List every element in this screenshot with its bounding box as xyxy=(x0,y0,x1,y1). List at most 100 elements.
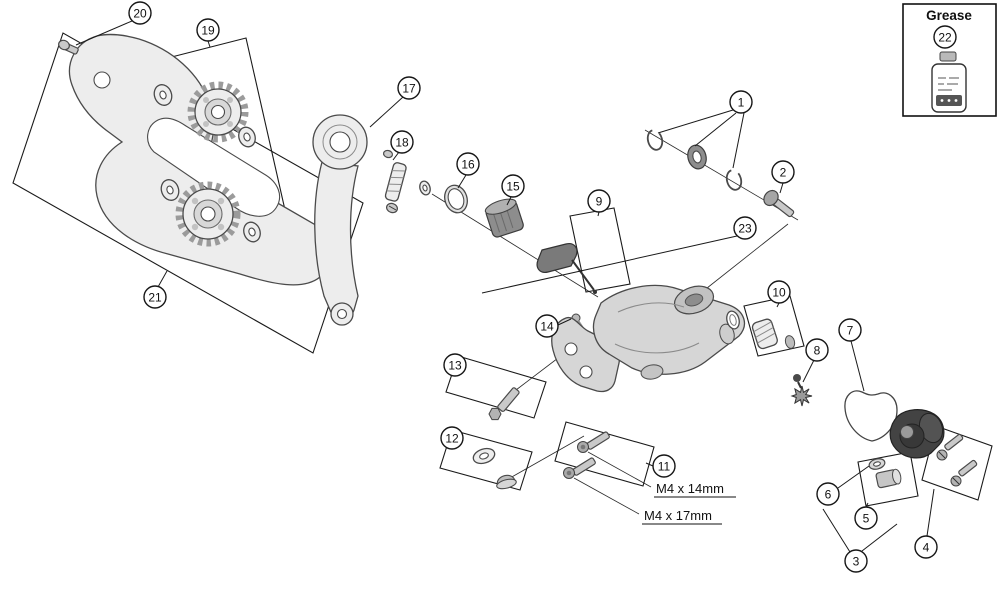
grease-title: Grease xyxy=(926,8,972,23)
clutch-cover xyxy=(844,390,898,442)
bearing-set xyxy=(646,129,743,191)
callout-7-circle xyxy=(838,318,862,342)
callout-7: 7 xyxy=(838,318,862,342)
callout-7-label: 7 xyxy=(847,323,854,337)
clutch-spring-set xyxy=(726,310,796,350)
callout-9: 9 xyxy=(587,189,611,213)
callout-10-label: 10 xyxy=(772,285,786,299)
callout-6: 6 xyxy=(816,482,840,506)
callout-2-label: 2 xyxy=(780,165,787,179)
callout-6-circle xyxy=(816,482,840,506)
derailleur-body xyxy=(551,284,746,393)
callout-23: 23 xyxy=(733,216,757,240)
callout-19-circle xyxy=(196,18,220,42)
pulley-lower xyxy=(175,181,241,247)
washer-cap-12 xyxy=(472,447,517,490)
callout-14-circle xyxy=(535,314,559,338)
clutch-unit xyxy=(889,409,945,459)
leader-lines xyxy=(75,20,948,553)
callout-22: 22 xyxy=(933,25,957,49)
callout-14: 14 xyxy=(535,314,559,338)
callout-19: 19 xyxy=(196,18,220,42)
callout-16-circle xyxy=(456,152,480,176)
bolts-11 xyxy=(563,431,610,479)
callout-20-circle xyxy=(128,1,152,25)
callout-11-label: 11 xyxy=(658,459,671,473)
grease-bottle-icon xyxy=(931,51,967,113)
callout-4: 4 xyxy=(914,535,938,559)
callout-8: 8 xyxy=(805,338,829,362)
fixing-screws xyxy=(936,433,978,487)
washer-6 xyxy=(868,458,886,470)
callout-13-circle xyxy=(443,353,467,377)
callout-16-label: 16 xyxy=(461,157,475,171)
callout-12: 12 xyxy=(440,426,464,450)
callout-5: 5 xyxy=(854,506,878,530)
callout-14-label: 14 xyxy=(540,319,554,333)
roller-5 xyxy=(875,468,902,489)
callout-21-label: 21 xyxy=(148,290,162,304)
callout-21-circle xyxy=(143,285,167,309)
callout-4-label: 4 xyxy=(923,540,930,554)
plate-outer xyxy=(68,33,331,286)
callout-16: 16 xyxy=(456,152,480,176)
callout-4-circle xyxy=(914,535,938,559)
cage-spring xyxy=(382,149,407,214)
star-washer xyxy=(790,374,813,407)
callout-11-circle xyxy=(652,454,676,478)
callout-20-label: 20 xyxy=(133,6,147,20)
callout-1: 1 xyxy=(729,90,753,114)
callout-13-label: 13 xyxy=(448,358,462,372)
callout-9-label: 9 xyxy=(596,194,603,208)
end-cap xyxy=(484,198,524,238)
callout-17: 17 xyxy=(397,76,421,100)
callout-17-label: 17 xyxy=(402,81,416,95)
callout-2: 2 xyxy=(771,160,795,184)
callout-18: 18 xyxy=(390,130,414,154)
washer-and-ring xyxy=(419,180,468,214)
callout-20: 20 xyxy=(128,1,152,25)
callout-18-label: 18 xyxy=(395,135,409,149)
stopper-lever xyxy=(536,243,597,294)
bolt-size-labels: M4 x 14mm M4 x 17mm xyxy=(642,481,736,525)
callout-12-circle xyxy=(440,426,464,450)
callout-10-circle xyxy=(767,280,791,304)
callout-9-circle xyxy=(587,189,611,213)
callout-23-circle xyxy=(733,216,757,240)
callout-19-label: 19 xyxy=(201,23,215,37)
pulley-washers xyxy=(153,84,261,243)
callout-11: 11 xyxy=(652,454,676,478)
label-m4x17: M4 x 17mm xyxy=(644,508,712,523)
callout-8-circle xyxy=(805,338,829,362)
callout-10: 10 xyxy=(767,280,791,304)
callout-18-circle xyxy=(390,130,414,154)
grease-panel: Grease xyxy=(902,3,997,117)
callout-3: 3 xyxy=(844,549,868,573)
callout-1-circle xyxy=(729,90,753,114)
callout-17-circle xyxy=(397,76,421,100)
mount-bolt-13 xyxy=(488,387,520,421)
cage-bolt-upper xyxy=(58,39,79,55)
callout-12-label: 12 xyxy=(445,431,459,445)
callout-8-label: 8 xyxy=(814,343,821,357)
callout-6-label: 6 xyxy=(825,487,832,501)
callout-22-label: 22 xyxy=(938,30,952,44)
callout-3-circle xyxy=(844,549,868,573)
callout-15-circle xyxy=(501,174,525,198)
plate-inner xyxy=(312,114,368,326)
callout-15-label: 15 xyxy=(506,179,520,193)
callout-22-circle xyxy=(933,25,957,49)
callout-5-circle xyxy=(854,506,878,530)
callout-23-label: 23 xyxy=(738,221,752,235)
callout-15: 15 xyxy=(501,174,525,198)
pivot-bolt xyxy=(763,189,795,218)
label-m4x14: M4 x 14mm xyxy=(656,481,724,496)
pulley-upper xyxy=(187,81,249,143)
callout-5-label: 5 xyxy=(863,511,870,525)
callout-2-circle xyxy=(771,160,795,184)
callout-13: 13 xyxy=(443,353,467,377)
callout-1-label: 1 xyxy=(738,95,745,109)
